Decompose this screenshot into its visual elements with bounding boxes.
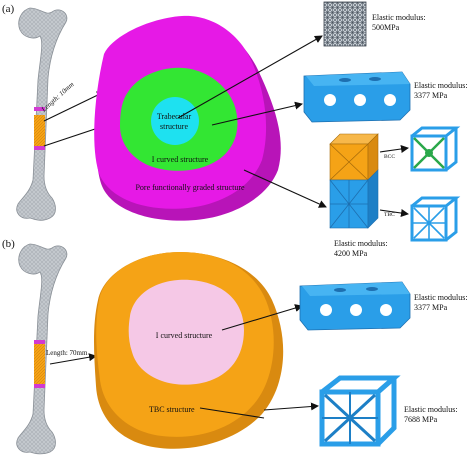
graded-tower	[329, 133, 379, 229]
femur-a-band-top	[34, 107, 45, 111]
outer-b-label: TBC structure	[149, 405, 195, 414]
arrow-b-outer	[263, 402, 319, 411]
femur-b	[16, 243, 68, 455]
cross-section-a	[94, 15, 281, 221]
tbc-b-modulus-value: 7688 MPa	[404, 415, 438, 424]
outer-label: Pore functionally graded structure	[135, 183, 245, 192]
arrow-outer-to-graded	[243, 169, 327, 208]
inner-i-curved-region	[128, 279, 244, 385]
i-curved-block-b	[299, 281, 411, 331]
icurved-b-modulus-value: 3377 MPa	[414, 303, 448, 312]
inner-b-label: I curved structure	[156, 331, 213, 340]
bcc-label: BCC	[384, 154, 395, 160]
graded-modulus-label: Elastic modulus:	[334, 239, 388, 248]
femur-b-band-top	[34, 340, 45, 344]
lattice-modulus-label: Elastic modulus:	[372, 13, 426, 22]
core-trabecular-region	[151, 97, 199, 145]
core-label-line1: Trabecular	[157, 112, 192, 121]
arrow-bcc	[379, 145, 409, 153]
core-label-line2: structure	[160, 122, 188, 131]
icurved-b-modulus-label: Elastic modulus:	[414, 293, 468, 302]
cross-section-b	[94, 252, 284, 449]
arrow-core-to-lattice	[177, 35, 323, 119]
femur-b-band-bottom	[34, 384, 45, 388]
graded-modulus-value: 4200 MPa	[334, 249, 368, 258]
icurved-a-modulus-label: Elastic modulus:	[414, 81, 468, 90]
trabecular-lattice-image	[323, 1, 367, 47]
arrow-b-inner	[221, 304, 303, 331]
arrow-tbc-a	[379, 209, 409, 217]
tbc-unit-cell-b	[319, 375, 401, 447]
arrow-middle-to-icurved	[211, 101, 303, 126]
arrow-b-outer-leader	[199, 407, 265, 419]
femur-a-band-bottom	[34, 146, 45, 150]
femur-b-segment	[34, 344, 45, 384]
length-b-label: Length: 70mm	[46, 349, 88, 357]
tbc-label-a: TBC	[384, 212, 395, 218]
arrow-b	[49, 353, 97, 365]
femur-a	[16, 7, 68, 221]
i-curved-block-a	[303, 71, 411, 123]
arrow-a-bottom	[43, 124, 105, 147]
panel-b-tag: (b)	[2, 238, 15, 250]
bcc-unit-cell	[410, 126, 461, 172]
middle-label: I curved structure	[152, 155, 209, 164]
tbc-unit-cell-a	[410, 196, 461, 242]
lattice-modulus-value: 500MPa	[372, 23, 400, 32]
tbc-b-modulus-label: Elastic modulus:	[404, 405, 458, 414]
panel-a-tag: (a)	[2, 3, 15, 15]
femur-a-segment	[34, 115, 45, 147]
icurved-a-modulus-value: 3377 MPa	[414, 91, 448, 100]
arrow-a-top	[43, 91, 105, 122]
